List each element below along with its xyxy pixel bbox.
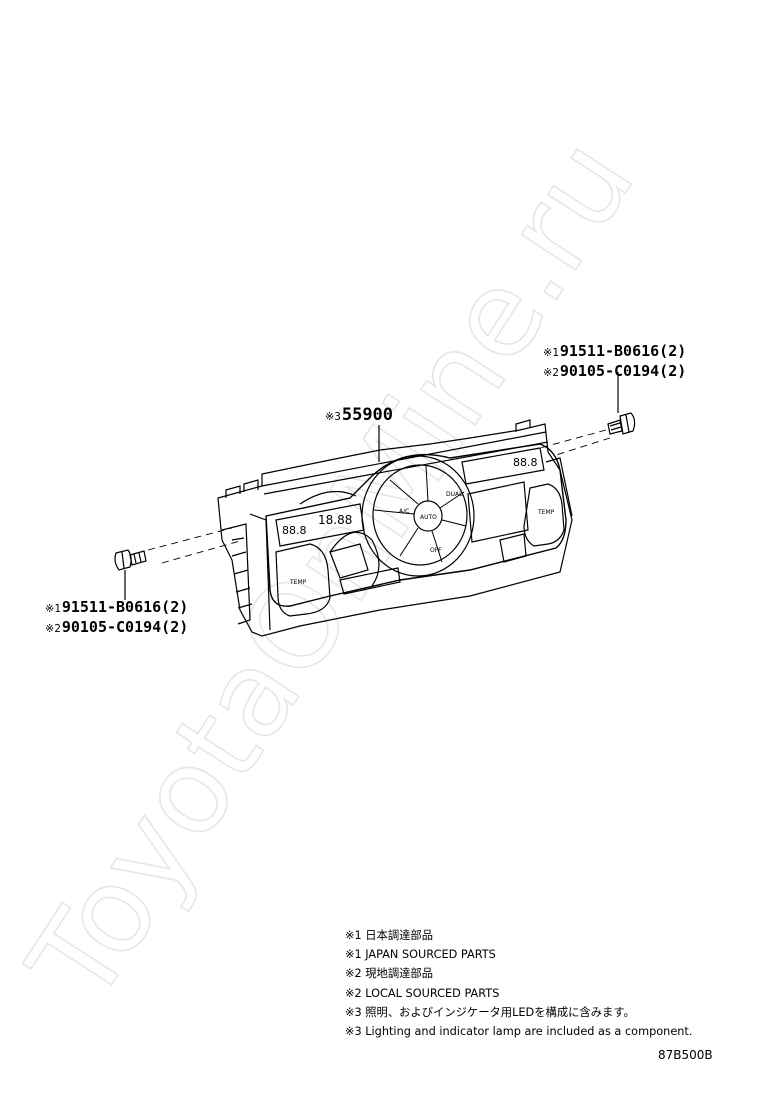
panel-labels: 88.8 18.88 88.8 A/C AUTO DUAL OFF TEMP T… <box>282 456 555 586</box>
control-panel-faceplate <box>265 443 567 617</box>
right-screw <box>607 412 636 435</box>
legend-item: ※1 日本調達部品 <box>345 929 434 942</box>
legend-item: ※3 照明、およびインジケータ用LEDを構成に含みます。 <box>345 1005 635 1019</box>
dual-label: DUAL <box>446 491 463 498</box>
part-number: 90105-C0194(2) <box>559 362 687 380</box>
callout-main-unit: ※355900 <box>325 406 393 426</box>
part-number: 91511-B0616(2) <box>559 342 687 360</box>
left-screw <box>114 549 147 571</box>
temp-right-label: TEMP <box>537 509 555 516</box>
auto-label: AUTO <box>420 514 437 521</box>
ac-label: A/C <box>399 508 409 515</box>
part-number: 90105-C0194(2) <box>61 618 189 636</box>
part-number: 55900 <box>341 405 394 425</box>
callout-line: ※290105-C0194(2) <box>543 362 687 380</box>
callout-marker: ※3 <box>325 410 341 423</box>
assembly-lines <box>147 429 611 564</box>
figure-id: 87B500B <box>658 1048 713 1062</box>
legend-item: ※3 Lighting and indicator lamp are inclu… <box>345 1025 693 1039</box>
temp-left-label: TEMP <box>289 579 307 586</box>
callout-line: ※290105-C0194(2) <box>45 618 189 636</box>
part-number: 91511-B0616(2) <box>61 598 189 616</box>
display-right: 88.8 <box>513 456 538 469</box>
display-left-b: 18.88 <box>318 513 352 527</box>
off-label: OFF <box>430 547 442 554</box>
control-panel-housing <box>217 419 573 637</box>
legend-item: ※2 現地調達部品 <box>345 967 434 981</box>
legend-item: ※2 LOCAL SOURCED PARTS <box>345 986 500 1000</box>
callout-right-screw: ※191511-B0616(2) ※290105-C0194(2) <box>543 342 686 382</box>
callout-line: ※191511-B0616(2) <box>543 342 687 360</box>
legend-item: ※1 JAPAN SOURCED PARTS <box>345 948 496 962</box>
legend: ※1 日本調達部品 ※1 JAPAN SOURCED PARTS ※2 現地調達… <box>345 926 692 1041</box>
callout-left-screw: ※191511-B0616(2) ※290105-C0194(2) <box>45 598 188 638</box>
display-left-a: 88.8 <box>282 524 307 537</box>
callout-line: ※191511-B0616(2) <box>45 598 189 616</box>
